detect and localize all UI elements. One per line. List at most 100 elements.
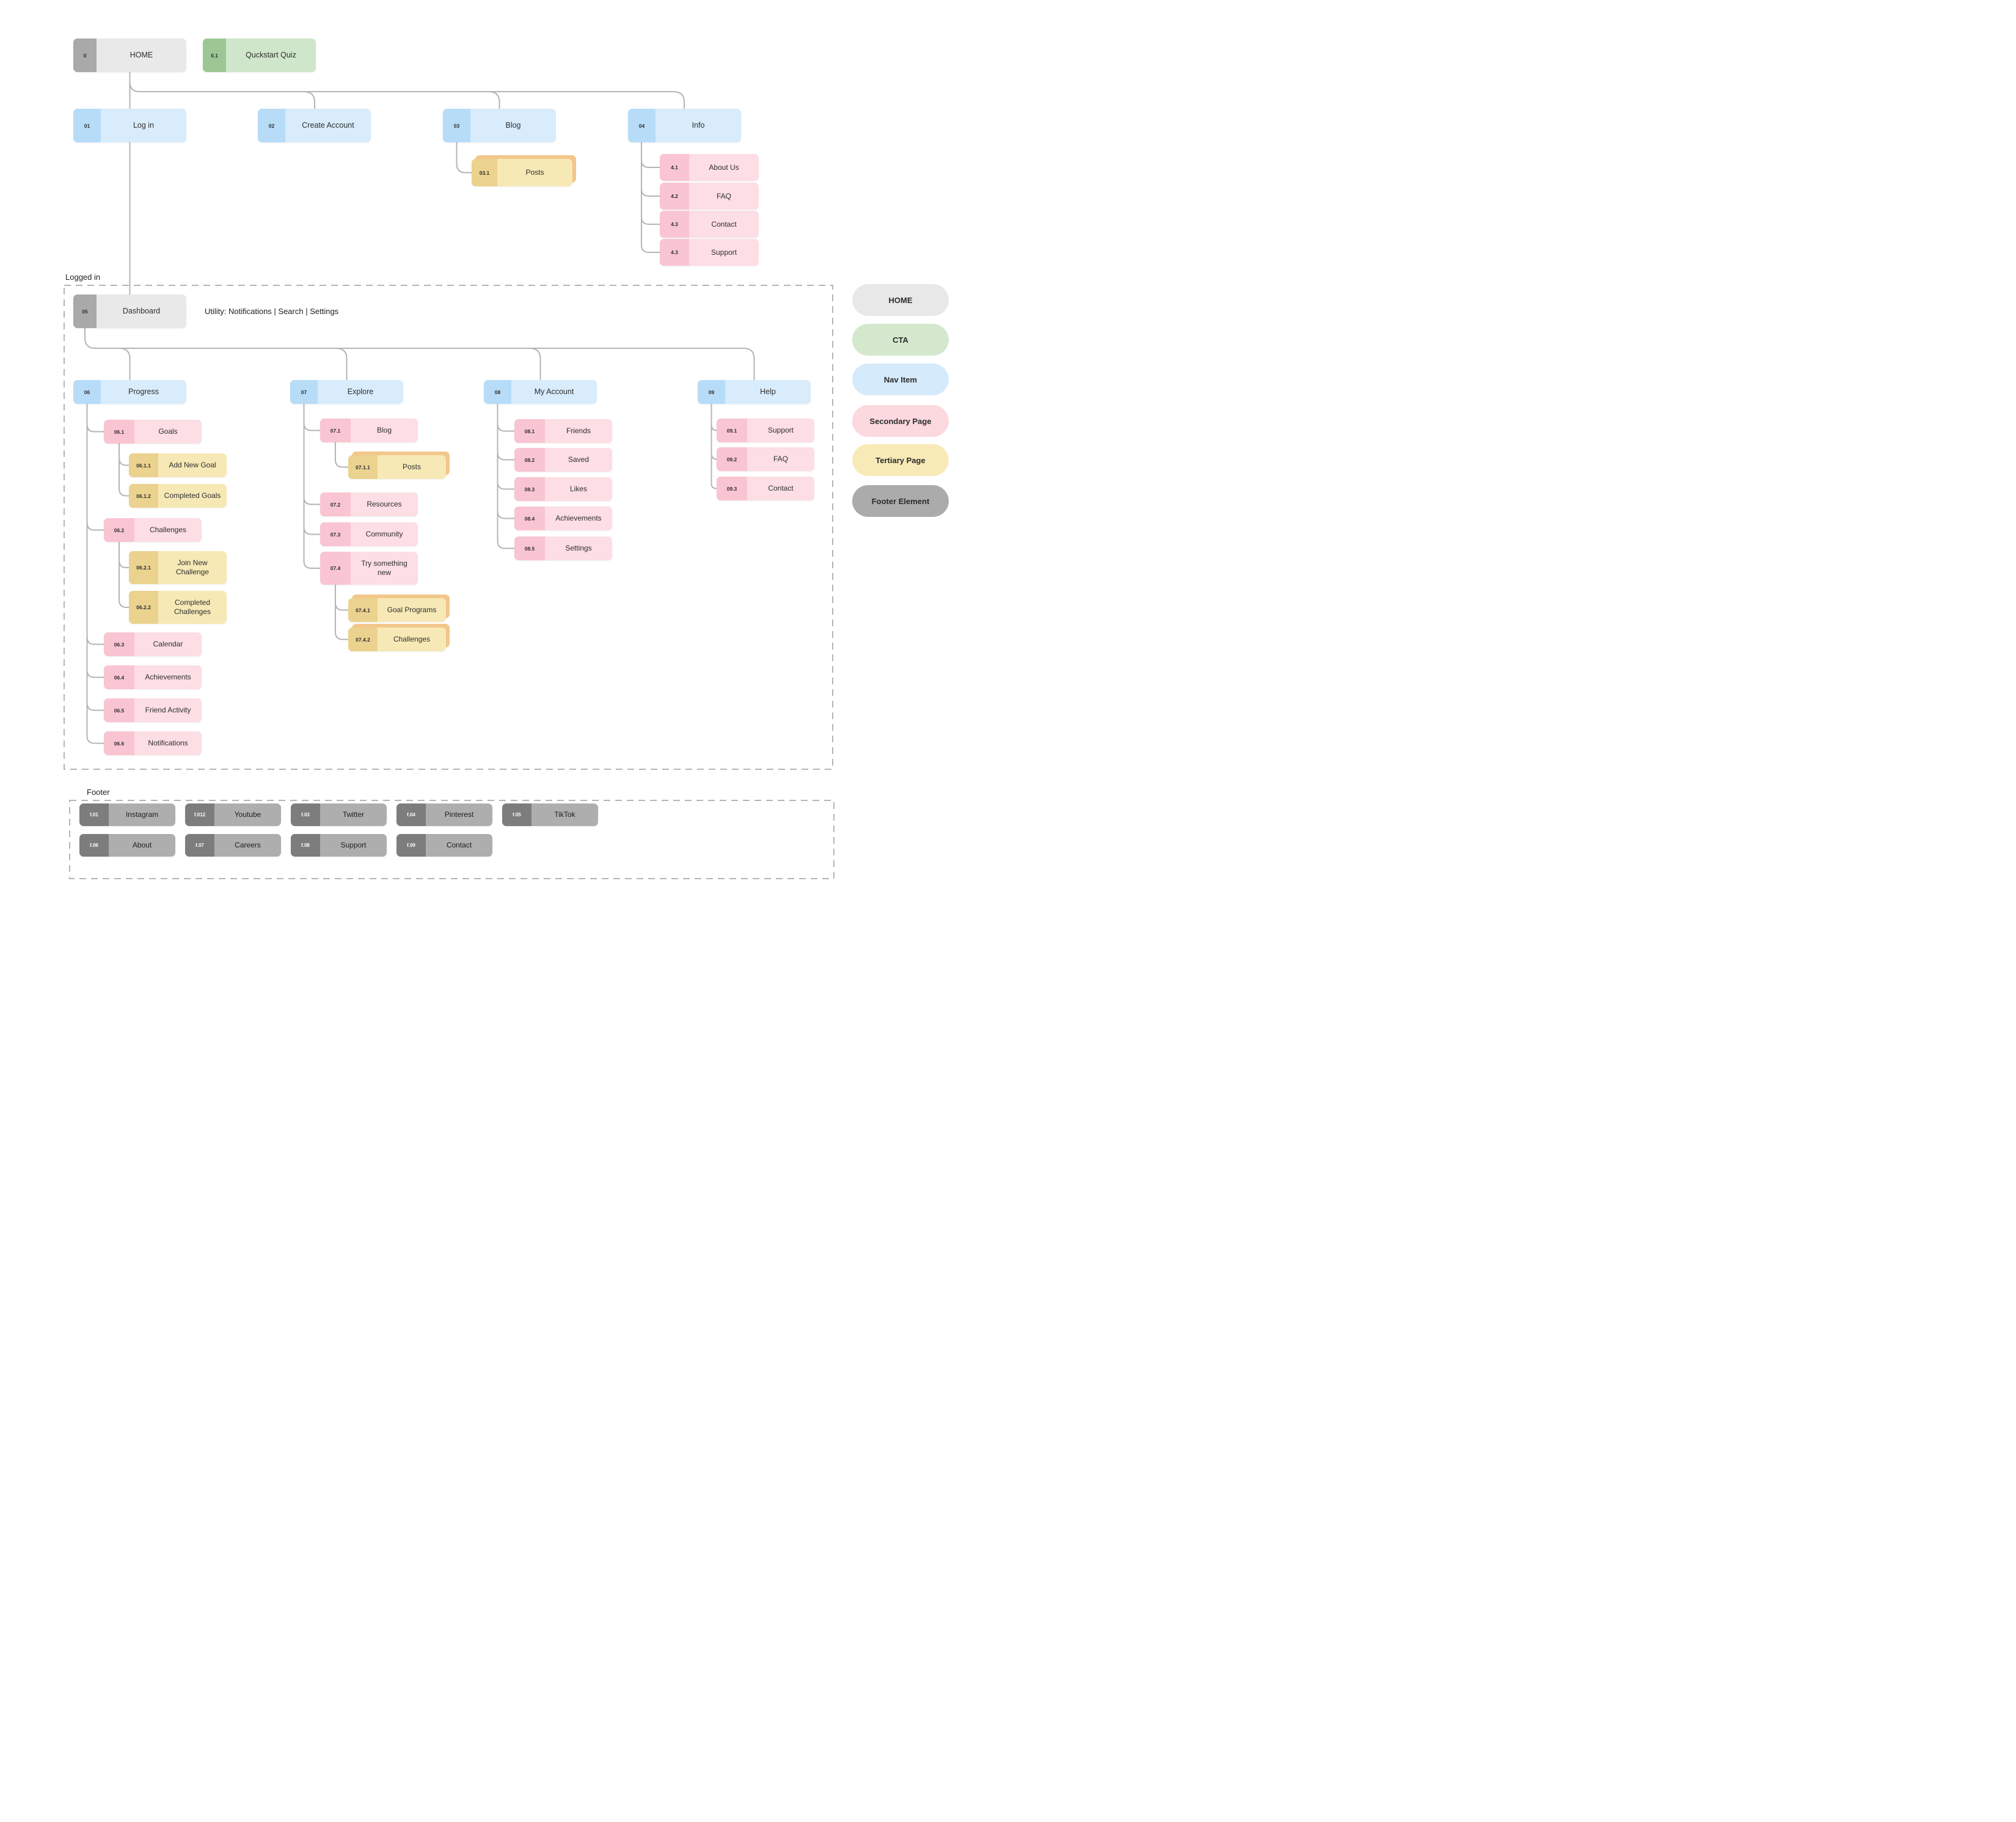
node-twitter[interactable]: f.03 Twitter <box>291 803 387 826</box>
node-label: Saved <box>568 455 590 464</box>
number-tab: f.08 <box>291 834 320 857</box>
node-label: My Account <box>534 387 574 396</box>
node-footer-support[interactable]: f.08 Support <box>291 834 387 857</box>
node-label: Dashboard <box>122 306 161 315</box>
number-tab: f.01 <box>79 803 109 826</box>
number-tab: 03.1 <box>472 159 497 186</box>
node-label: Contact <box>768 484 794 492</box>
utility-note: Utility: Notifications | Search | Settin… <box>205 307 339 316</box>
node-add-new-goal[interactable]: 06.1.1 Add New Goal <box>129 453 227 477</box>
section-boundaries <box>64 285 835 879</box>
node-about-us[interactable]: 4.1 About Us <box>660 154 759 181</box>
node-label: Posts <box>402 463 421 471</box>
number-tab: 08.1 <box>514 419 545 443</box>
node-label: Contact <box>446 841 472 849</box>
node-label: About <box>132 841 152 849</box>
node-quickstart-quiz[interactable]: 0.1 Quckstart Quiz <box>203 38 316 72</box>
legend-tertiary-page: Tertiary Page <box>852 444 949 476</box>
number-tab: 4.1 <box>660 154 689 181</box>
number-tab: 07.4.1 <box>348 598 378 622</box>
node-label: Join New Challenge <box>175 558 210 576</box>
node-dashboard[interactable]: 05 Dashboard <box>73 295 186 328</box>
number-tab: 01 <box>73 109 101 142</box>
number-tab: f.06 <box>79 834 109 857</box>
number-tab: 06.2 <box>104 518 134 542</box>
node-friend-activity[interactable]: 06.5 Friend Activity <box>104 698 202 722</box>
number-tab: 4.3 <box>660 239 689 266</box>
number-tab: 0.1 <box>203 38 226 72</box>
node-label: Progress <box>128 387 159 396</box>
number-tab: 07.4.2 <box>348 627 378 651</box>
node-label: Try something new <box>361 559 407 577</box>
number-tab: 06.1.1 <box>129 453 158 477</box>
node-label: Notifications <box>148 739 188 747</box>
legend-cta: CTA <box>852 324 949 356</box>
connector-lines <box>84 72 755 744</box>
node-label: Help <box>760 387 776 396</box>
number-tab: f.03 <box>291 803 320 826</box>
number-tab: 05 <box>73 295 97 328</box>
node-label: Achievements <box>555 514 602 522</box>
node-saved[interactable]: 08.2 Saved <box>514 448 612 472</box>
node-label: About Us <box>709 163 739 172</box>
node-label: Create Account <box>302 120 354 130</box>
node-label: Add New Goal <box>169 461 216 469</box>
node-footer-about[interactable]: f.06 About <box>79 834 175 857</box>
node-label: Friend Activity <box>145 706 191 714</box>
node-login[interactable]: 01 Log in <box>73 109 186 142</box>
number-tab: 08.2 <box>514 448 545 472</box>
node-label: Youtube <box>234 810 261 819</box>
node-label: Quckstart Quiz <box>246 50 296 59</box>
number-tab: 04 <box>628 109 656 142</box>
number-tab: 06.6 <box>104 731 134 755</box>
node-label: Support <box>340 841 367 849</box>
node-notifications[interactable]: 06.6 Notifications <box>104 731 202 755</box>
logged-in-boundary <box>64 285 833 770</box>
number-tab: 06.4 <box>104 665 134 689</box>
node-label: Twitter <box>342 810 365 819</box>
number-tab: 07.2 <box>320 492 351 516</box>
number-tab: 06.5 <box>104 698 134 722</box>
node-label: Log in <box>133 120 155 130</box>
node-label: Likes <box>569 485 587 493</box>
